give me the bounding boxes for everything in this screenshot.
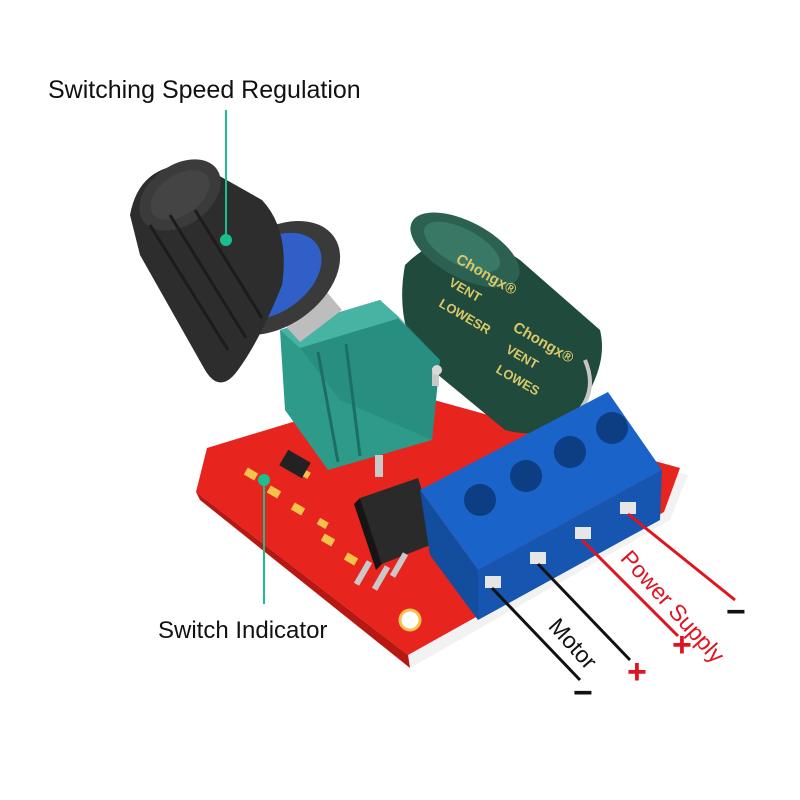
motor-negative-sign: − [573,674,593,712]
terminal-block [420,392,662,620]
wires [490,512,736,682]
motor-positive-sign: + [627,653,647,691]
switching-speed-regulation-label: Switching Speed Regulation [48,76,361,104]
knob [130,159,342,383]
capacitor: Chongx® VENT LOWESR Chongx® VENT LOWES [402,212,602,434]
power-positive-sign: + [672,626,692,664]
switch-indicator-label: Switch Indicator [158,617,328,644]
leader-lines [220,110,270,604]
power-negative-sign: − [726,593,746,631]
potentiometer [280,300,442,477]
